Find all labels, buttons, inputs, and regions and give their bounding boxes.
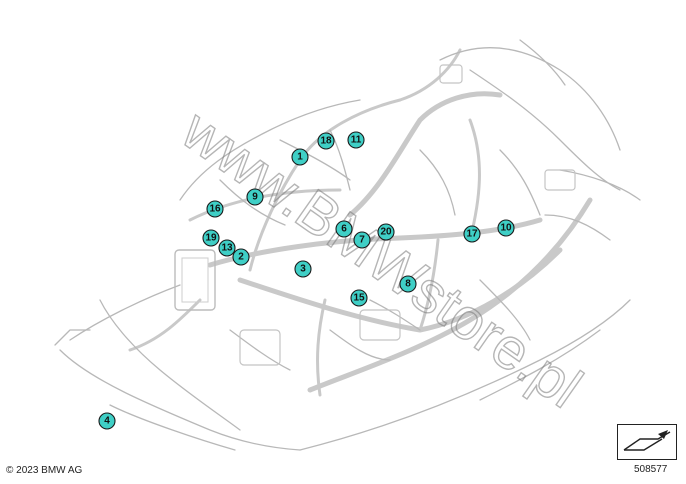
wiring-harness-drawing xyxy=(54,39,641,451)
callout-label: 13 xyxy=(221,243,233,254)
callout-17[interactable]: 17 xyxy=(463,225,481,243)
callout-7[interactable]: 7 xyxy=(353,231,371,249)
diagram-number: 508577 xyxy=(634,464,668,475)
callout-1[interactable]: 1 xyxy=(291,148,309,166)
callout-label: 17 xyxy=(466,229,478,240)
view-direction-arrow-icon xyxy=(623,430,671,451)
callout-3[interactable]: 3 xyxy=(294,260,312,278)
callout-label: 15 xyxy=(353,293,365,304)
callout-label: 7 xyxy=(359,235,365,246)
view-direction-box xyxy=(617,424,677,460)
callout-15[interactable]: 15 xyxy=(350,289,368,307)
callout-label: 18 xyxy=(320,136,332,147)
callout-19[interactable]: 19 xyxy=(202,229,220,247)
callout-label: 3 xyxy=(300,264,306,275)
callout-18[interactable]: 18 xyxy=(317,132,335,150)
callout-label: 19 xyxy=(205,233,217,244)
copyright-text: © 2023 BMW AG xyxy=(6,465,83,476)
callout-label: 6 xyxy=(341,224,347,235)
callout-8[interactable]: 8 xyxy=(399,275,417,293)
callout-label: 16 xyxy=(209,204,221,215)
callout-10[interactable]: 10 xyxy=(497,219,515,237)
callout-label: 9 xyxy=(252,192,258,203)
callout-16[interactable]: 16 xyxy=(206,200,224,218)
callout-6[interactable]: 6 xyxy=(335,220,353,238)
callout-label: 11 xyxy=(351,135,362,146)
callout-4[interactable]: 4 xyxy=(98,412,116,430)
callout-11[interactable]: 11 xyxy=(347,131,365,149)
callout-label: 10 xyxy=(500,223,512,234)
callout-20[interactable]: 20 xyxy=(377,223,395,241)
callout-label: 1 xyxy=(297,152,303,163)
callout-label: 2 xyxy=(238,252,244,263)
callout-label: 8 xyxy=(405,279,411,290)
callout-13[interactable]: 13 xyxy=(218,239,236,257)
callout-2[interactable]: 2 xyxy=(232,248,250,266)
callout-label: 20 xyxy=(380,227,392,238)
callout-9[interactable]: 9 xyxy=(246,188,264,206)
callout-label: 4 xyxy=(104,416,110,427)
